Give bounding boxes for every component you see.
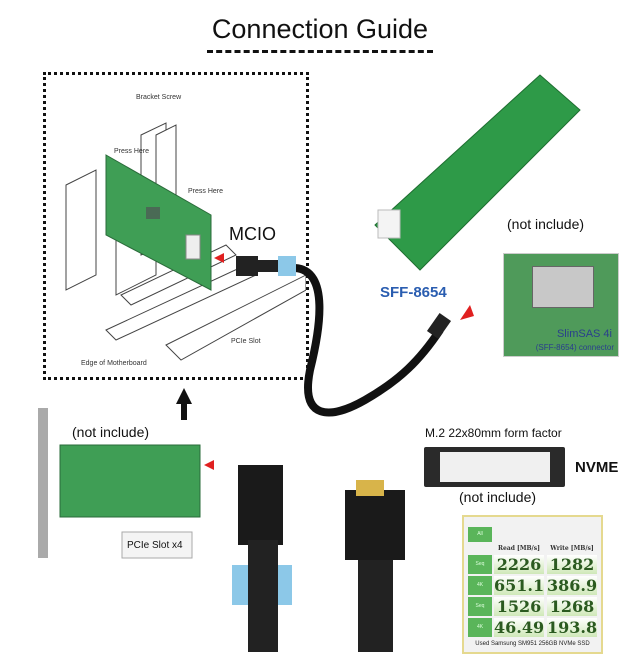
not-include-label: (not include) <box>459 489 537 505</box>
slimsas-name: SlimSAS 4i <box>556 328 612 340</box>
pcie-card-install-drawing: Bracket Screw Press Here Press Here PCIe… <box>65 94 307 367</box>
pcie-x4-card <box>59 444 201 518</box>
benchmark-screenshot: All Read [MB/s] Write [MB/s] Seq 2226 12… <box>462 515 603 654</box>
sff-8654-cable-end <box>345 490 405 560</box>
sff-8654-label: SFF-8654 <box>380 284 447 301</box>
bracket-screw-label: Bracket Screw <box>136 94 182 101</box>
m2-form-factor-label: M.2 22x80mm form factor <box>425 426 562 440</box>
write-value: 386.9 <box>547 576 598 595</box>
pcie-card <box>105 154 212 291</box>
mcio-cable <box>294 264 444 417</box>
all-button: All <box>468 527 492 542</box>
read-header: Read [MB/s] <box>498 545 540 552</box>
mcio-label: MCIO <box>229 224 276 244</box>
write-value: 1268 <box>547 597 597 616</box>
benchmark-caption: Used Samsung SM951 256GB NVMe SSD <box>475 641 590 647</box>
not-include-label: (not include) <box>72 424 150 440</box>
edge-of-motherboard-label: Edge of Motherboard <box>81 360 147 367</box>
installation-illustration: Bracket Screw Press Here Press Here PCIe… <box>43 72 309 380</box>
read-value: 651.1 <box>494 576 545 595</box>
pcie-slot-x4-label: PCIe Slot x4 <box>127 540 183 551</box>
pcie-slot-label: PCIe Slot <box>231 338 261 345</box>
sff-8654-connector <box>426 312 452 340</box>
read-value: 2226 <box>494 555 544 574</box>
title-underline <box>207 50 433 53</box>
write-header: Write [MB/s] <box>550 545 594 552</box>
row-label: Seq <box>468 555 492 574</box>
read-value: 1526 <box>494 597 544 616</box>
press-here-label: Press Here <box>188 188 223 195</box>
up-arrow-icon <box>176 388 192 420</box>
press-here-label: Press Here <box>114 148 149 155</box>
slimsas-sub: (SFF-8654) connector <box>535 343 614 352</box>
mcio-cable-end <box>238 465 283 545</box>
pull-tab <box>278 256 296 276</box>
page-title: Connection Guide <box>211 14 429 44</box>
bracket <box>38 408 48 558</box>
nvme-label: NVME <box>575 459 619 476</box>
not-include-label: (not include) <box>507 216 585 232</box>
read-value: 46.49 <box>494 618 545 637</box>
m2-adapter-board <box>374 74 581 271</box>
write-value: 1282 <box>547 555 597 574</box>
write-value: 193.8 <box>547 618 598 637</box>
red-arrow-icon <box>460 305 474 320</box>
slimsas-connector-photo: SlimSAS 4i (SFF-8654) connector <box>503 253 619 357</box>
mcio-connector <box>236 256 258 276</box>
row-label: Seq <box>468 597 492 616</box>
row-label: 4K <box>468 576 492 595</box>
row-label: 4K <box>468 618 492 637</box>
